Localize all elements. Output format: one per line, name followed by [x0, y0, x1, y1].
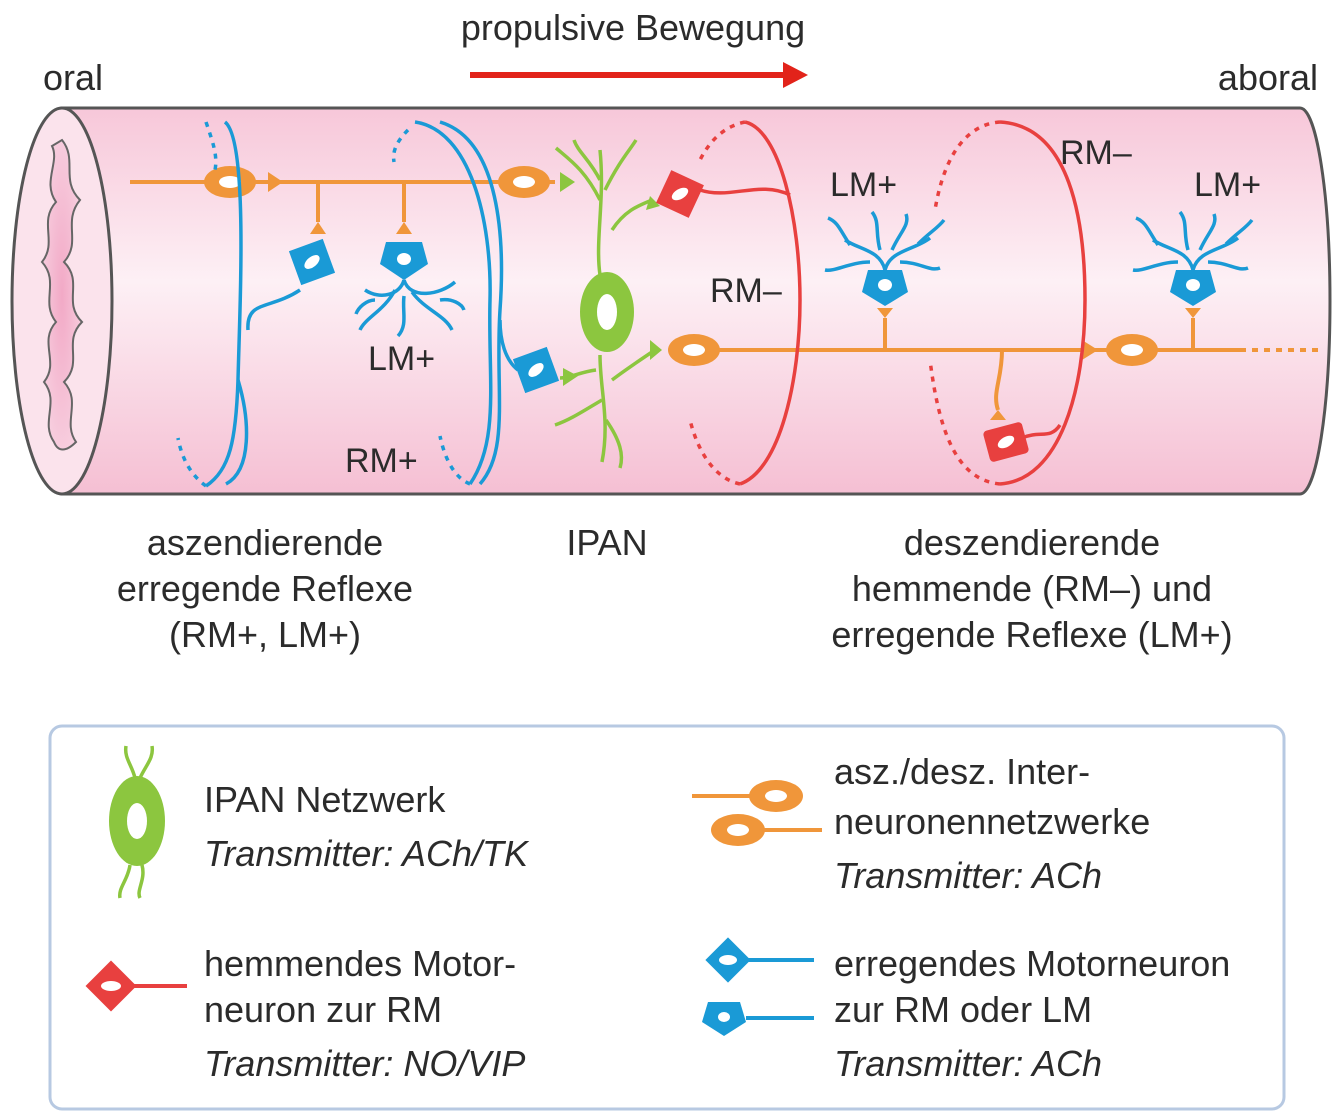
excitatory-lm-neuron-left	[354, 242, 466, 338]
descending-caption-line1: deszendierende	[904, 522, 1160, 563]
legend-interneuron-icon	[692, 780, 822, 846]
inhibitory-rm-loop-center	[688, 120, 802, 486]
rm-minus-right-label: RM–	[1060, 134, 1132, 172]
excitatory-motor-neuron-ipan	[498, 319, 560, 394]
lm-plus-right-label: LM+	[1194, 166, 1261, 204]
ascending-caption: aszendierende erregende Reflexe (RM+, LM…	[117, 522, 413, 655]
lumen	[40, 138, 84, 451]
lm-plus-center-label: LM+	[830, 166, 897, 204]
legend-box	[48, 724, 1286, 1111]
legend-inhibitory-transmitter: Transmitter: NO/VIP	[204, 1043, 525, 1084]
descending-caption-line3: erregende Reflexe (LM+)	[831, 614, 1232, 655]
excitatory-rm-neuron-left	[288, 238, 336, 286]
ascending-caption-line3: (RM+, LM+)	[169, 614, 361, 655]
descending-interneuron-chain	[668, 308, 1320, 420]
legend-ipan-transmitter: Transmitter: ACh/TK	[204, 833, 530, 874]
legend-excitatory-icon	[702, 937, 814, 1036]
legend-excitatory-transmitter: Transmitter: ACh	[834, 1043, 1102, 1084]
legend-inhibitory-icon	[85, 960, 187, 1012]
oral-label: oral	[43, 57, 103, 98]
legend-interneuron-line2: neuronennetzwerke	[834, 801, 1150, 842]
inhibitory-motor-neuron-right	[983, 422, 1029, 462]
legend-inhibitory-line1: hemmendes Motor-	[204, 943, 516, 984]
ascending-caption-line1: aszendierende	[147, 522, 383, 563]
ascending-caption-line2: erregende Reflexe	[117, 568, 413, 609]
ipan-neuron	[554, 139, 662, 469]
legend-inhibitory-line2: neuron zur RM	[204, 989, 442, 1030]
ipan-caption: IPAN	[566, 522, 647, 563]
intestine-tube	[10, 106, 1332, 496]
legend-ipan-title: IPAN Netzwerk	[204, 779, 446, 820]
direction-label: propulsive Bewegung	[461, 7, 805, 48]
propulsion-arrow	[470, 62, 808, 88]
excitatory-lm-neuron-right	[1132, 210, 1254, 306]
excitatory-lm-neuron-center	[824, 210, 946, 306]
rm-minus-center-label: RM–	[710, 272, 782, 310]
inhibitory-rm-loop-right	[928, 120, 1087, 486]
rm-plus-left-label: RM+	[345, 442, 418, 480]
inhibitory-motor-neuron-center	[656, 170, 704, 218]
ascending-interneuron-chain	[130, 166, 555, 234]
excitatory-rm-loops-left	[176, 120, 504, 488]
descending-caption: deszendierende hemmende (RM–) und errege…	[831, 522, 1232, 655]
legend-ipan-icon	[109, 745, 165, 899]
lm-plus-left-label: LM+	[368, 340, 435, 378]
legend-interneuron-line1: asz./desz. Inter-	[834, 751, 1090, 792]
aboral-label: aboral	[1218, 57, 1318, 98]
legend-excitatory-line1: erregendes Motorneuron	[834, 943, 1230, 984]
legend-interneuron-transmitter: Transmitter: ACh	[834, 855, 1102, 896]
descending-caption-line2: hemmende (RM–) und	[852, 568, 1212, 609]
legend-excitatory-line2: zur RM oder LM	[834, 989, 1092, 1030]
